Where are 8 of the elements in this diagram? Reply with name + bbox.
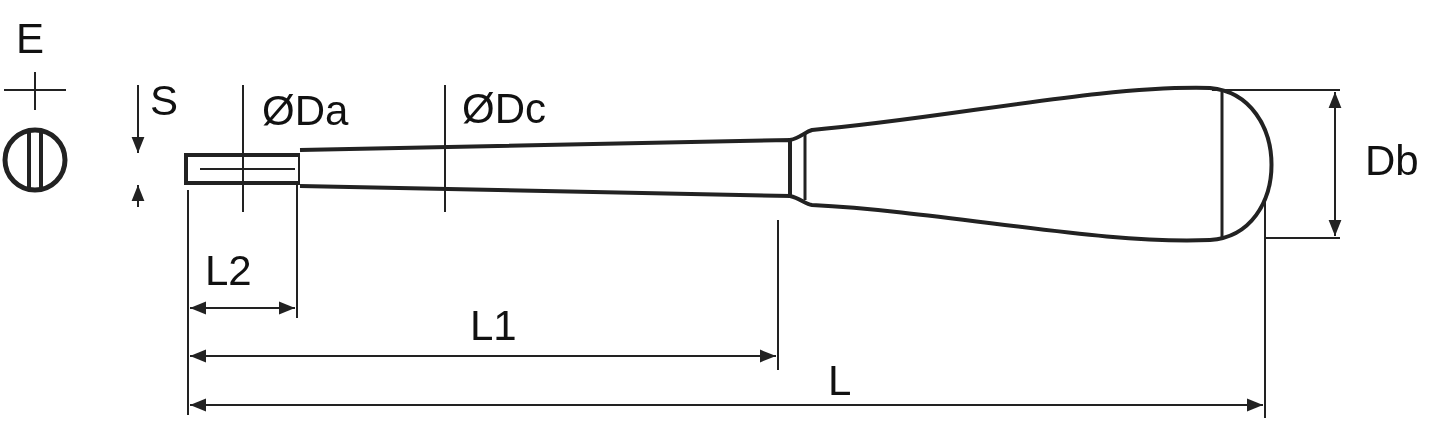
dimension-label: ØDa	[262, 90, 349, 132]
dimension-label: E	[16, 18, 44, 60]
dimension-label: S	[150, 80, 178, 122]
dimension-label: Db	[1365, 140, 1419, 182]
dimension-label: L	[828, 360, 852, 402]
dimension-label: L2	[205, 250, 252, 292]
dimension-label: ØDc	[462, 88, 546, 130]
dimension-label: L1	[470, 305, 517, 347]
